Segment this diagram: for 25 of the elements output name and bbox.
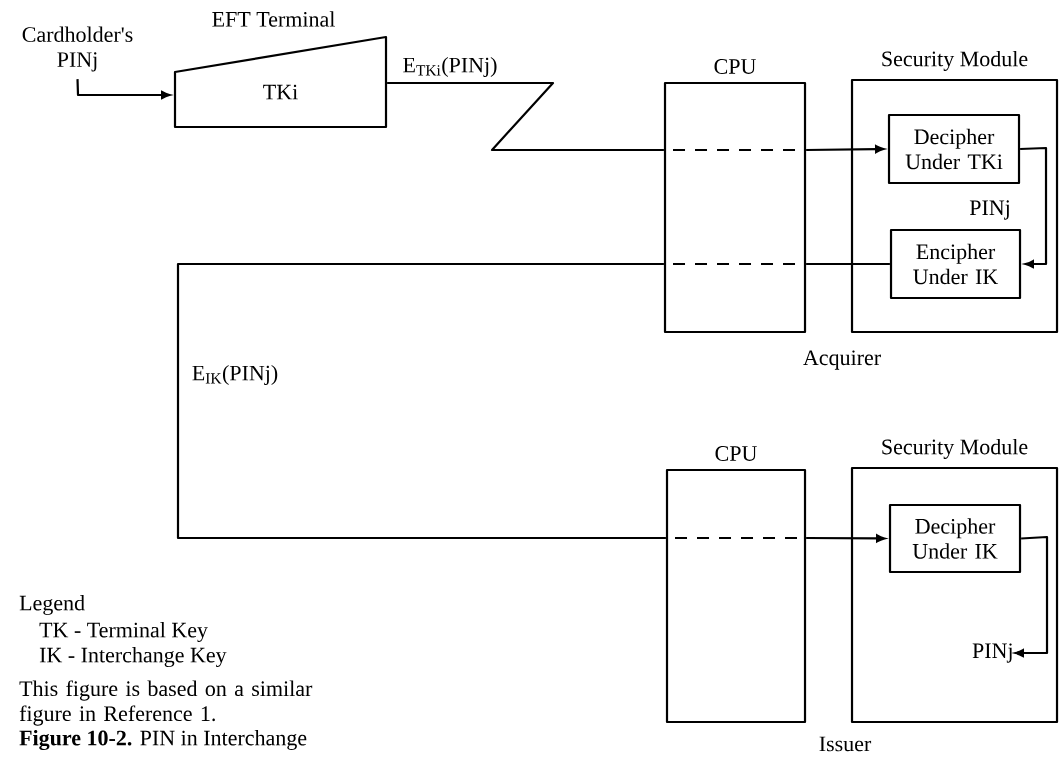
arrow — [1020, 146, 1048, 269]
process-box: Decipher Under TKi — [887, 113, 1021, 185]
system-box: CPU — [665, 446, 807, 724]
terminal-key: TKi — [263, 84, 298, 100]
region-label: Issuer — [819, 736, 872, 752]
process-box: Encipher Under IK — [889, 228, 1022, 300]
note-text: This figure is based on a similar figure in Reference 1. — [19, 680, 313, 726]
system-box: CPU — [663, 59, 807, 334]
terminal-title: EFT Terminal — [212, 11, 335, 27]
edge-label: PINj — [968, 199, 1012, 221]
process-box: Decipher Under IK — [888, 503, 1022, 574]
region-label: Acquirer — [803, 350, 881, 370]
legend-entry: TK - Terminal Key — [39, 622, 208, 642]
node-label: Security Module — [882, 50, 1028, 71]
arrow — [1014, 535, 1049, 658]
legend-heading: Legend — [19, 595, 85, 615]
arrow — [806, 145, 885, 154]
bare-label: Cardholder's PINj — [22, 26, 133, 72]
edge-label: E$_{TKi}$(PINj) — [401, 56, 499, 78]
caption: Figure 10-2. PIN in Interchange — [19, 729, 307, 751]
node-label: Security Module — [882, 438, 1028, 459]
edge-label: E$_{IK}$(PINj) — [190, 364, 280, 386]
arrow — [76, 79, 171, 99]
legend-entry: IK - Interchange Key — [39, 647, 227, 667]
bare-label: PINj — [972, 643, 1012, 663]
